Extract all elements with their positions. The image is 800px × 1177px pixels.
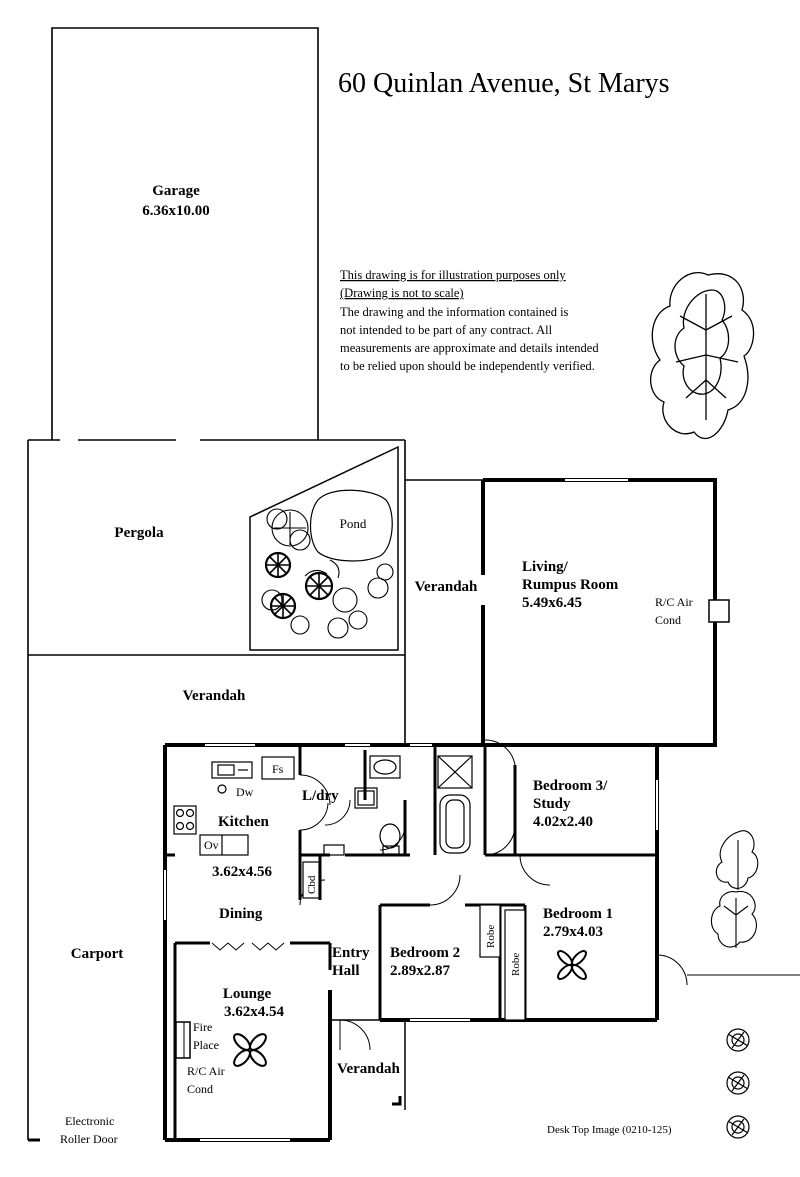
label-aircon: Cond <box>655 613 681 627</box>
room-size-bedroom2: 2.89x2.87 <box>390 963 451 979</box>
disclaimer-line: (Drawing is not to scale) <box>340 286 464 300</box>
laundry-fixtures <box>323 755 473 856</box>
fridge-space <box>261 756 295 780</box>
room-label-bedroom2: Bedroom 2 <box>390 945 460 961</box>
tree-icon <box>650 272 755 439</box>
room-label-entry: Entry <box>332 945 370 961</box>
house-walls <box>163 743 659 1142</box>
room-label-entry: Hall <box>332 963 360 979</box>
pergola-outline <box>27 439 406 1140</box>
page-title: 60 Quinlan Avenue, St Marys <box>338 68 670 99</box>
toilet-icon <box>379 823 401 849</box>
label-aircon: R/C Air <box>187 1064 225 1078</box>
ceiling-fan-icon <box>557 950 587 980</box>
room-size-living: 5.49x6.45 <box>522 595 582 611</box>
room-label-dining: Dining <box>219 906 263 922</box>
disclaimer-line: The drawing and the information containe… <box>340 305 569 319</box>
room-size-kitchen: 3.62x4.56 <box>212 864 273 880</box>
garden-bed <box>249 445 399 651</box>
laundry-tub-icon <box>354 787 378 809</box>
label-fireplace: Place <box>193 1038 219 1052</box>
room-label-verandah: Verandah <box>337 1061 400 1077</box>
room-label-pond: Pond <box>340 516 367 531</box>
room-label-verandah: Verandah <box>183 688 246 704</box>
room-size-lounge: 3.62x4.54 <box>224 1004 285 1020</box>
door-swing <box>299 739 800 986</box>
air-conditioner <box>708 599 730 623</box>
room-label-bedroom1: Bedroom 1 <box>543 906 613 922</box>
disclaimer-line: This drawing is for illustration purpose… <box>340 268 566 282</box>
bath-icon <box>439 794 471 854</box>
room-label-living: Living/ <box>522 559 569 575</box>
disclaimer-line: to be relied upon should be independentl… <box>340 359 595 373</box>
garage-outline <box>51 27 319 440</box>
disclaimer: This drawing is for illustration purpose… <box>340 268 599 373</box>
robe-cupboard <box>479 904 501 958</box>
label-fs: Fs <box>272 762 284 776</box>
tree-icon <box>710 830 759 948</box>
cooktop-icon <box>173 805 197 835</box>
label-robe: Robe <box>510 953 522 976</box>
shower-icon <box>437 755 473 789</box>
room-label-pergola: Pergola <box>114 525 164 541</box>
window <box>164 744 658 1141</box>
ceiling-fan-icon <box>233 1033 267 1067</box>
label-cbd: Cbd <box>306 875 318 894</box>
room-size-garage: 6.36x10.00 <box>142 203 210 219</box>
label-fireplace: Fire <box>193 1020 212 1034</box>
room-label-living: Rumpus Room <box>522 577 619 593</box>
front-verandah-outline <box>330 1019 406 1110</box>
entry-door <box>339 1019 371 1051</box>
robe-cupboard <box>504 909 526 1021</box>
dishwasher-icon <box>217 784 227 794</box>
label-dw: Dw <box>236 785 254 799</box>
label-ov: Ov <box>204 838 219 852</box>
disclaimer-line: measurements are approximate and details… <box>340 341 599 355</box>
label-aircon: R/C Air <box>655 595 693 609</box>
label-roller-door: Roller Door <box>60 1132 118 1146</box>
label-roller-door: Electronic <box>65 1114 114 1128</box>
room-size-bedroom1: 2.79x4.03 <box>543 924 603 940</box>
room-size-bedroom3: 4.02x2.40 <box>533 814 593 830</box>
room-label-lounge: Lounge <box>223 986 272 1002</box>
shrub-icon <box>726 1028 750 1139</box>
room-label-bedroom3: Bedroom 3/ <box>533 778 608 794</box>
room-label-garage: Garage <box>152 183 200 199</box>
oven-icon <box>199 834 249 856</box>
label-aircon: Cond <box>187 1082 213 1096</box>
sink-icon <box>211 761 253 779</box>
bifold-door <box>211 942 285 951</box>
fireplace-icon <box>175 1021 191 1059</box>
room-label-verandah: Verandah <box>415 579 478 595</box>
label-robe: Robe <box>485 925 497 948</box>
cupboard-icon <box>323 844 345 856</box>
room-label-carport: Carport <box>71 946 124 962</box>
vanity-icon <box>369 755 401 779</box>
footer-text: Desk Top Image (0210-125) <box>547 1124 672 1136</box>
room-label-bedroom3: Study <box>533 796 571 812</box>
plant-icon <box>261 508 394 639</box>
room-label-laundry: L/dry <box>302 788 339 804</box>
disclaimer-line: not intended to be part of any contract.… <box>340 323 553 337</box>
interior-walls <box>165 745 657 1140</box>
cupboard <box>302 861 320 899</box>
pond-outline <box>309 489 393 562</box>
room-label-kitchen: Kitchen <box>218 814 269 830</box>
kitchen-fixtures <box>173 756 295 856</box>
